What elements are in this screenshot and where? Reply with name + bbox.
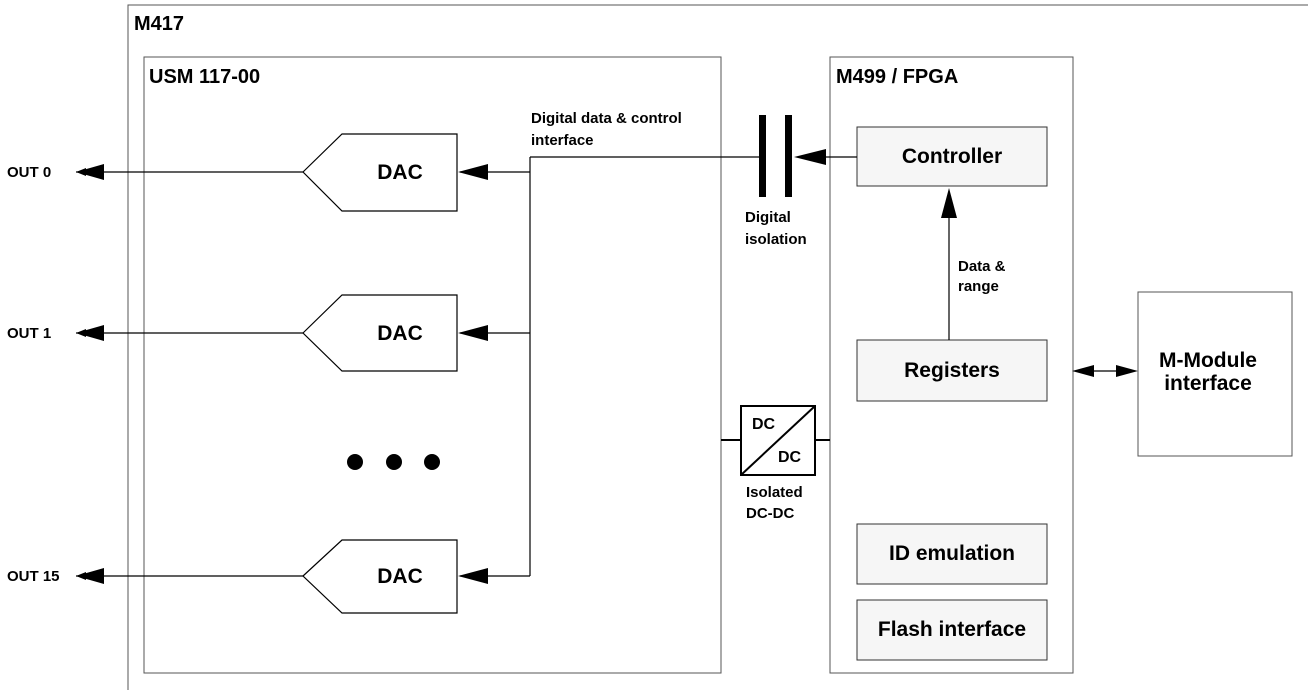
dcdc-bottom-label: DC xyxy=(778,449,802,466)
dac-label-1: DAC xyxy=(377,322,423,345)
bus-label-line1: Digital data & control xyxy=(531,110,682,127)
ellipsis-dot-2 xyxy=(386,454,402,470)
id-emulation-label: ID emulation xyxy=(888,542,1015,565)
flash-interface-label: Flash interface xyxy=(877,618,1027,641)
dac-shape-15 xyxy=(302,539,458,614)
dac15-in-arrow xyxy=(458,568,488,584)
isolation-label-line1: Digital xyxy=(745,209,791,226)
isolation-arrow xyxy=(794,149,826,165)
link-arrow-right xyxy=(1116,365,1138,377)
dcdc-diagonal xyxy=(740,405,816,476)
m417-title: M417 xyxy=(134,13,185,35)
id-emulation-box xyxy=(856,523,1048,585)
isolation-bar-right xyxy=(785,115,792,197)
data-range-line2: range xyxy=(958,278,999,295)
out0-label: OUT 0 xyxy=(7,164,52,181)
dac-label-15: DAC xyxy=(377,565,423,588)
out1-label: OUT 1 xyxy=(7,325,52,342)
controller-up-arrow xyxy=(941,188,957,218)
registers-label: Registers xyxy=(904,358,1000,382)
link-arrow-left xyxy=(1072,365,1094,377)
isolation-label-line2: isolation xyxy=(745,231,807,248)
mmodule-label-line1: M-Module xyxy=(1159,349,1257,372)
out1-arrowhead xyxy=(76,325,104,341)
registers-box xyxy=(856,339,1048,402)
dcdc-caption-line2: DC-DC xyxy=(746,505,795,522)
fpga-box xyxy=(829,56,1074,674)
controller-box xyxy=(856,126,1048,187)
mmodule-box xyxy=(1137,291,1293,457)
flash-box xyxy=(856,599,1048,661)
ellipsis-dot-3 xyxy=(424,454,440,470)
dcdc-caption-line1: Isolated xyxy=(746,484,803,501)
data-range-line1: Data & xyxy=(958,258,1006,275)
out15-arrowhead xyxy=(76,568,104,584)
dac0-in-arrow xyxy=(458,164,488,180)
bus-label-line2: interface xyxy=(531,132,594,149)
controller-label: Controller xyxy=(901,144,1003,168)
usm-title: USM 117-00 xyxy=(149,66,261,88)
dcdc-top-label: DC xyxy=(752,416,776,433)
usm-box xyxy=(143,56,722,674)
isolation-bar-left xyxy=(759,115,766,197)
dac-shape-0 xyxy=(302,133,458,212)
ellipsis-dot-1 xyxy=(347,454,363,470)
out0-arrowhead xyxy=(76,164,104,180)
mmodule-label-line2: interface xyxy=(1164,372,1252,395)
dac1-in-arrow xyxy=(458,325,488,341)
dac-label-0: DAC xyxy=(377,161,423,184)
out15-label: OUT 15 xyxy=(7,568,60,585)
m417-frame xyxy=(127,4,1308,690)
dac-shape-1 xyxy=(302,294,458,372)
fpga-title: M499 / FPGA xyxy=(836,66,959,88)
